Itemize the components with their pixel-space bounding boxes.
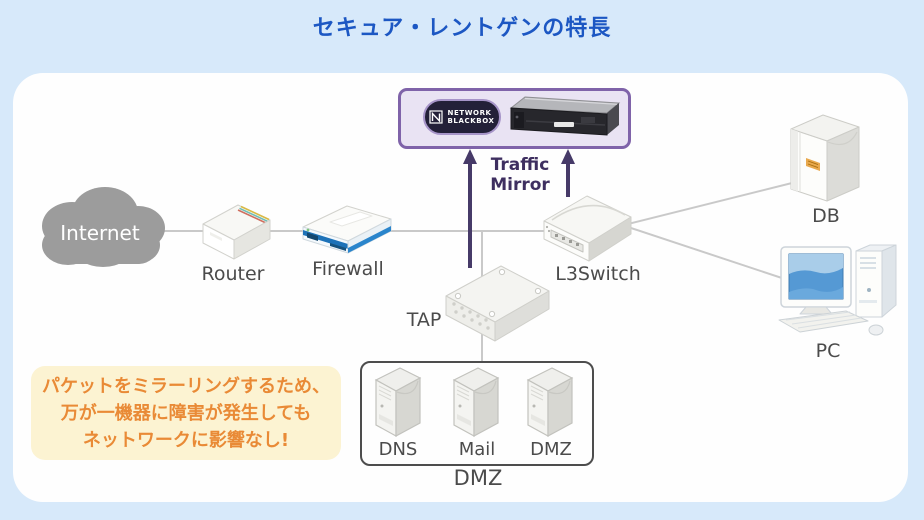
rack-server-image (509, 96, 621, 136)
dmz-zone-label: DMZ (453, 466, 503, 490)
network-blackbox-logo: NETWORK BLACKBOX (423, 99, 501, 135)
link-l3switch-db (627, 180, 801, 225)
dmz-server-label: DMZ (530, 439, 572, 460)
internet-cloud (42, 187, 165, 267)
firewall-label: Firewall (312, 258, 384, 280)
l3switch-device (543, 195, 632, 262)
blackbox-appliance: NETWORK BLACKBOX (398, 88, 631, 149)
dmz-zone-box (360, 361, 594, 466)
traffic-mirror-arrows (463, 149, 575, 268)
tap-label: TAP (406, 309, 442, 331)
tap-device (445, 265, 550, 342)
blackbox-n-icon (429, 110, 444, 124)
mirror-arrow-tap-head (463, 149, 477, 164)
traffic-mirror-line2: Mirror (490, 174, 550, 195)
mirroring-callout: パケットをミラーリングするため、 万が一機器に障害が発生しても ネットワークに影… (31, 366, 341, 460)
link-l3switch-pc (627, 226, 804, 286)
dns-label: DNS (378, 439, 418, 460)
l3switch-label: L3Switch (555, 263, 641, 285)
blackbox-logo-text: NETWORK BLACKBOX (447, 109, 494, 126)
router-label: Router (201, 263, 265, 285)
callout-line2: 万が一機器に障害が発生しても (60, 402, 312, 424)
traffic-mirror-line1: Traffic (490, 155, 550, 175)
router-device (202, 204, 271, 260)
mirror-arrow-l3switch-head (561, 149, 575, 164)
db-server-device (790, 114, 860, 202)
db-label: DB (812, 205, 840, 227)
logo-line2: BLACKBOX (447, 117, 495, 125)
callout-line1: パケットをミラーリングするため、 (42, 375, 330, 397)
page-title: セキュア・レントゲンの特長 (312, 16, 612, 41)
pc-label: PC (815, 340, 841, 362)
pc-workstation-device (778, 244, 897, 336)
logo-line1: NETWORK (447, 108, 492, 117)
firewall-device (302, 205, 392, 254)
mail-label: Mail (458, 439, 496, 460)
traffic-mirror-label: Traffic Mirror (468, 155, 572, 195)
callout-line3: ネットワークに影響なし! (82, 429, 290, 451)
internet-label: Internet (60, 221, 140, 245)
